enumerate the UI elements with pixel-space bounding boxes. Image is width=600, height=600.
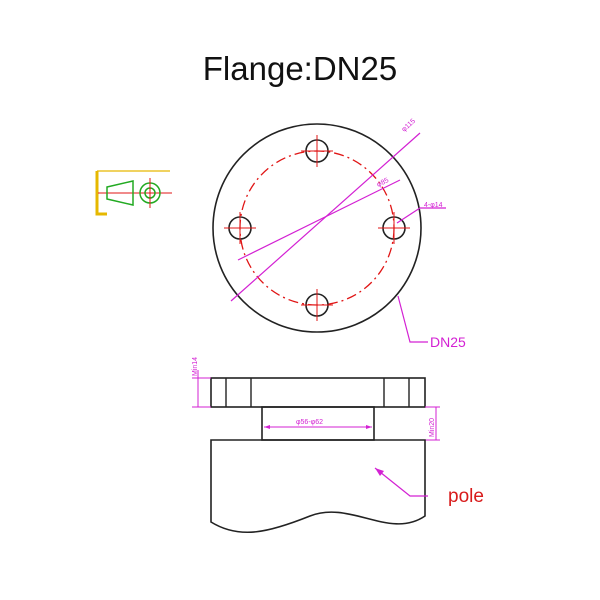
flange-size-leader [397, 295, 428, 343]
bolt-hole [378, 212, 410, 244]
outer-diameter-label: φ115 [401, 118, 417, 134]
thickness-label: Min14 [192, 357, 199, 376]
bolt-circle-leader [237, 179, 401, 261]
bolt-hole [301, 135, 333, 167]
flange-top-view: φ115 φ85 4-φ14 DN25 [212, 118, 466, 350]
flange-size-label: DN25 [430, 334, 466, 350]
neck-height-label: Min20 [429, 418, 436, 437]
hole-size-label: 4-φ14 [424, 202, 443, 209]
bolt-circle [239, 150, 395, 306]
pole-label: pole [448, 486, 484, 507]
flange-plate [210, 377, 426, 408]
flange-outer-circle [212, 123, 422, 333]
hole-size-leader [396, 207, 446, 224]
bolt-circle-label: φ85 [376, 177, 390, 189]
projection-symbol-icon [95, 170, 172, 216]
bolt-hole [301, 289, 333, 321]
pole-leader [374, 467, 428, 497]
neck-diameter-label: φ56-φ62 [296, 419, 323, 426]
flange-side-view: Min14 φ56-φ62 Min20 pole [192, 357, 484, 533]
bolt-hole [224, 212, 256, 244]
page-title: Flange:DN25 [202, 50, 398, 87]
pole-body [210, 439, 426, 533]
